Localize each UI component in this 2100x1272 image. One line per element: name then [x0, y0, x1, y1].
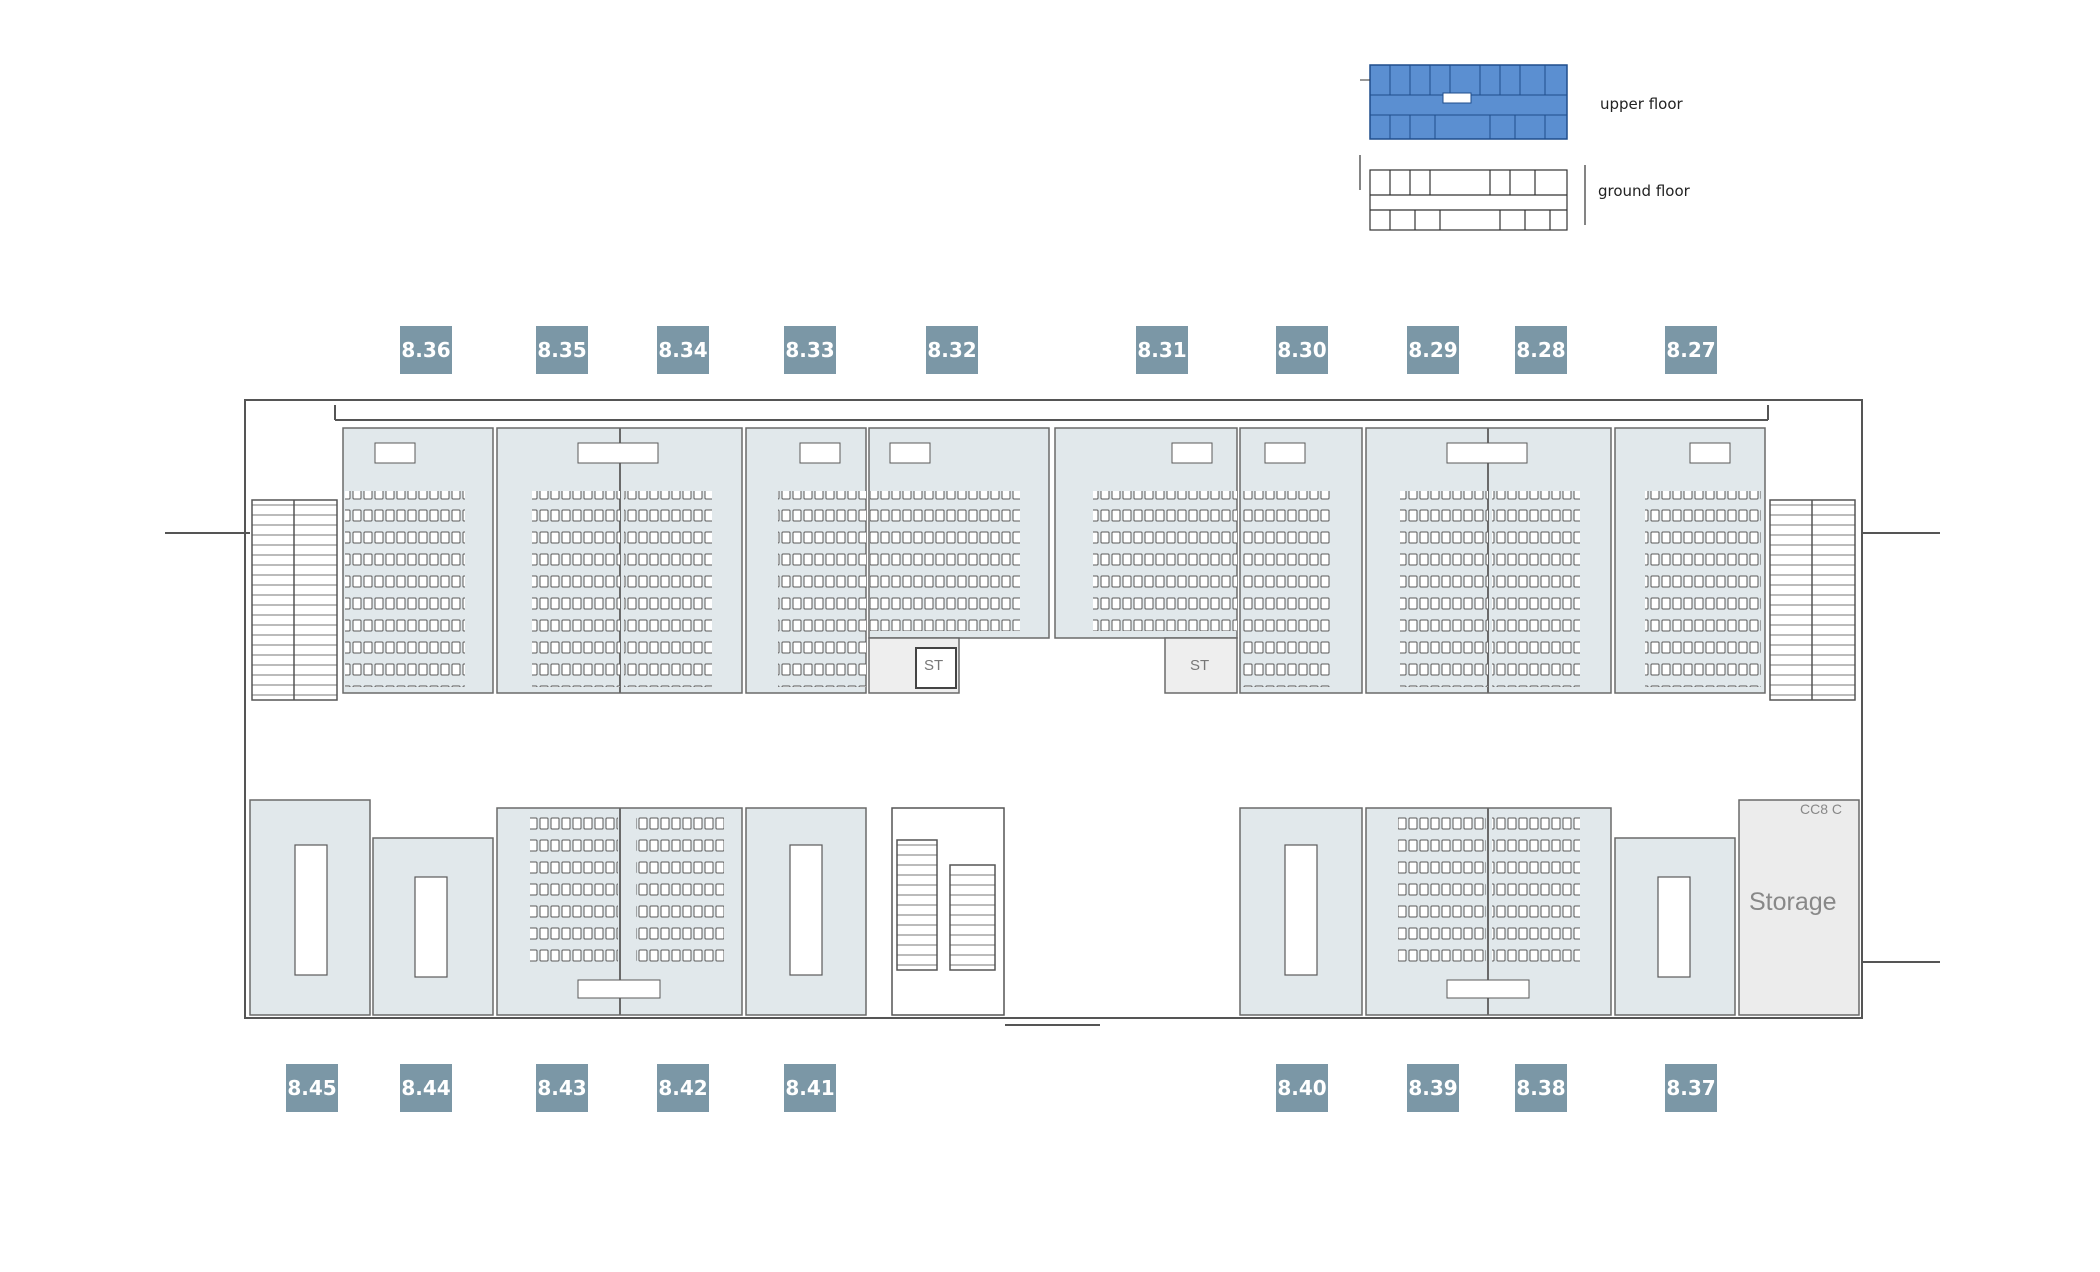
central-stair	[891, 807, 1005, 1016]
room-tag: 8.27	[1665, 326, 1717, 374]
upper-floor-label: upper floor	[1600, 95, 1683, 113]
ground-floor-thumbnail	[1359, 155, 1586, 231]
room-tag: 8.33	[784, 326, 836, 374]
room-tag: 8.38	[1515, 1064, 1567, 1112]
st-label-right: ST	[1190, 657, 1210, 674]
bottom-seating	[530, 808, 1580, 962]
room-tag: 8.42	[657, 1064, 709, 1112]
room-tag: 8.29	[1407, 326, 1459, 374]
st-label-left: ST	[924, 657, 944, 674]
storage-closets	[868, 637, 1238, 694]
teacher-desks-top	[374, 442, 1731, 464]
legend-key-plans	[1359, 64, 1586, 231]
upper-floor-thumbnail	[1360, 64, 1568, 140]
side-stairs	[251, 499, 1856, 701]
storage-room	[1738, 799, 1860, 1016]
ground-floor-label: ground floor	[1598, 182, 1690, 200]
room-tag: 8.34	[657, 326, 709, 374]
building-walls	[165, 399, 1940, 1026]
room-tag: 8.40	[1276, 1064, 1328, 1112]
room-tag: 8.37	[1665, 1064, 1717, 1112]
room-tag: 8.28	[1515, 326, 1567, 374]
room-tag: 8.39	[1407, 1064, 1459, 1112]
room-tag: 8.36	[400, 326, 452, 374]
room-tag: 8.41	[784, 1064, 836, 1112]
room-tag: 8.31	[1136, 326, 1188, 374]
top-seating	[345, 491, 1761, 687]
room-tag: 8.45	[286, 1064, 338, 1112]
teacher-desks-bottom	[577, 979, 1530, 999]
room-tag: 8.32	[926, 326, 978, 374]
conference-tables	[294, 844, 1691, 978]
central-corridor	[375, 695, 1730, 805]
room-tag: 8.43	[536, 1064, 588, 1112]
room-tag: 8.30	[1276, 326, 1328, 374]
room-tag: 8.44	[400, 1064, 452, 1112]
room-tag: 8.35	[536, 326, 588, 374]
storage-code-label: CC8 C	[1800, 801, 1843, 817]
floor-legend: upper floor ground floor	[1340, 55, 1720, 245]
storage-label: Storage	[1749, 888, 1837, 916]
